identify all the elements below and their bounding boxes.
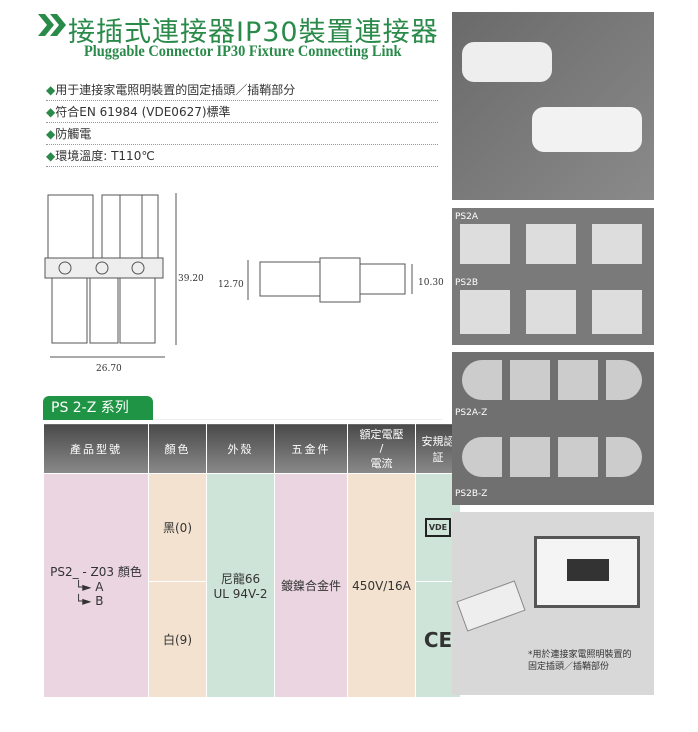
feature-item: ◆環境溫度: T110℃ xyxy=(46,146,438,167)
dim-height: 39.20 xyxy=(178,274,204,284)
header-hardware: 五金件 xyxy=(274,423,348,474)
usage-caption: *用於連接家電照明裝置的固定插頭／插鞘部份 xyxy=(528,650,632,672)
hardware-cell: 鍍鎳合金件 xyxy=(274,473,348,698)
side-view-drawing xyxy=(247,257,413,303)
header-rating: 額定電壓/電流 xyxy=(347,423,416,474)
feature-item: ◆符合EN 61984 (VDE0627)標準 xyxy=(46,102,438,123)
rating-cell: 450V/16A xyxy=(347,473,416,698)
dim-side-left: 12.70 xyxy=(218,280,244,290)
header-color: 顏色 xyxy=(148,423,207,474)
ps2a-ps2b-photo: PS2A PS2B xyxy=(452,208,654,345)
header-model: 產品型號 xyxy=(43,423,149,474)
dim-width: 26.70 xyxy=(96,364,122,374)
usage-illustration: *用於連接家電照明裝置的固定插頭／插鞘部份 xyxy=(452,512,654,695)
front-view-drawing xyxy=(44,193,177,358)
double-chevron-icon xyxy=(38,14,66,36)
divider xyxy=(153,419,442,420)
color-black: 黑(0) xyxy=(148,473,207,582)
series-label: PS 2-Z 系列 xyxy=(43,396,153,420)
ps2a-z-ps2b-z-photo: PS2A-Z PS2B-Z xyxy=(452,352,654,505)
spec-table: 產品型號 顏色 外殼 五金件 額定電壓/電流 安規認証 PS2_ - Z03 顏… xyxy=(43,423,461,698)
title-en: Pluggable Connector IP30 Fixture Connect… xyxy=(84,43,402,60)
feature-item: ◆防觸電 xyxy=(46,124,438,145)
product-photo xyxy=(452,12,654,200)
feature-item: ◆用于連接家電照明裝置的固定插頭／插鞘部分 xyxy=(46,80,438,101)
header-housing: 外殼 xyxy=(206,423,275,474)
title-zh: 接插式連接器IP30裝置連接器 xyxy=(68,17,439,48)
model-cell: PS2_ - Z03 顏色 └► A└► B xyxy=(43,473,149,698)
dim-side-right: 10.30 xyxy=(418,278,444,288)
color-white: 白(9) xyxy=(148,581,207,698)
